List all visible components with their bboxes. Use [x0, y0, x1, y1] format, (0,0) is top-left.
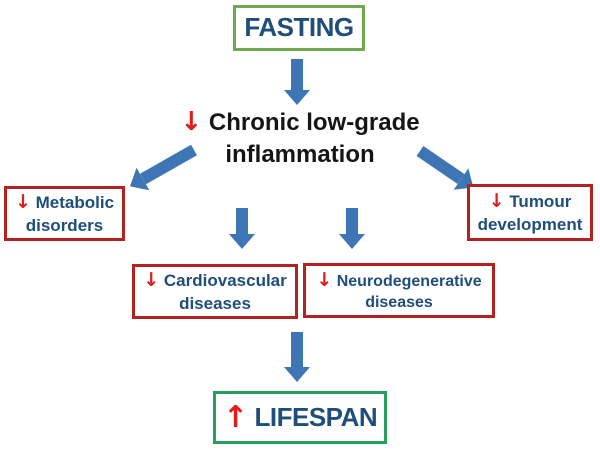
- cardiovascular-line2: diseases: [179, 293, 251, 313]
- node-fasting: FASTING: [233, 5, 365, 51]
- tumour-line2: development: [477, 214, 583, 234]
- neurodegenerative-line1: Neurodegenerative: [336, 273, 482, 291]
- down-arrow-icon: ↓: [180, 107, 203, 137]
- down-arrow-icon: ↓: [14, 191, 31, 214]
- fasting-label: FASTING: [244, 12, 354, 43]
- down-arrow-icon: ↓: [143, 269, 160, 292]
- cardiovascular-line1: Cardiovascular: [163, 271, 287, 291]
- metabolic-line1: Metabolic: [35, 193, 115, 213]
- node-tumour-development: ↓ Tumour development: [467, 184, 593, 241]
- lifespan-label: LIFESPAN: [254, 401, 378, 432]
- node-lifespan: ↑ LIFESPAN: [213, 391, 387, 444]
- down-arrow-icon: ↓: [488, 190, 505, 213]
- inflammation-line2: inflammation: [225, 141, 375, 168]
- node-neurodegenerative-diseases: ↓ Neurodegenerative diseases: [303, 263, 495, 318]
- metabolic-line2: disorders: [25, 215, 104, 235]
- down-arrow-icon: ↓: [316, 269, 333, 292]
- node-cardiovascular-diseases: ↓ Cardiovascular diseases: [132, 264, 298, 319]
- node-inflammation: ↓ Chronic low-grade inflammation: [140, 106, 460, 171]
- node-metabolic-disorders: ↓ Metabolic disorders: [4, 186, 125, 241]
- up-arrow-icon: ↑: [222, 399, 248, 435]
- tumour-line1: Tumour: [509, 192, 572, 212]
- inflammation-line1: Chronic low-grade: [208, 109, 420, 136]
- neurodegenerative-line2: diseases: [365, 293, 433, 311]
